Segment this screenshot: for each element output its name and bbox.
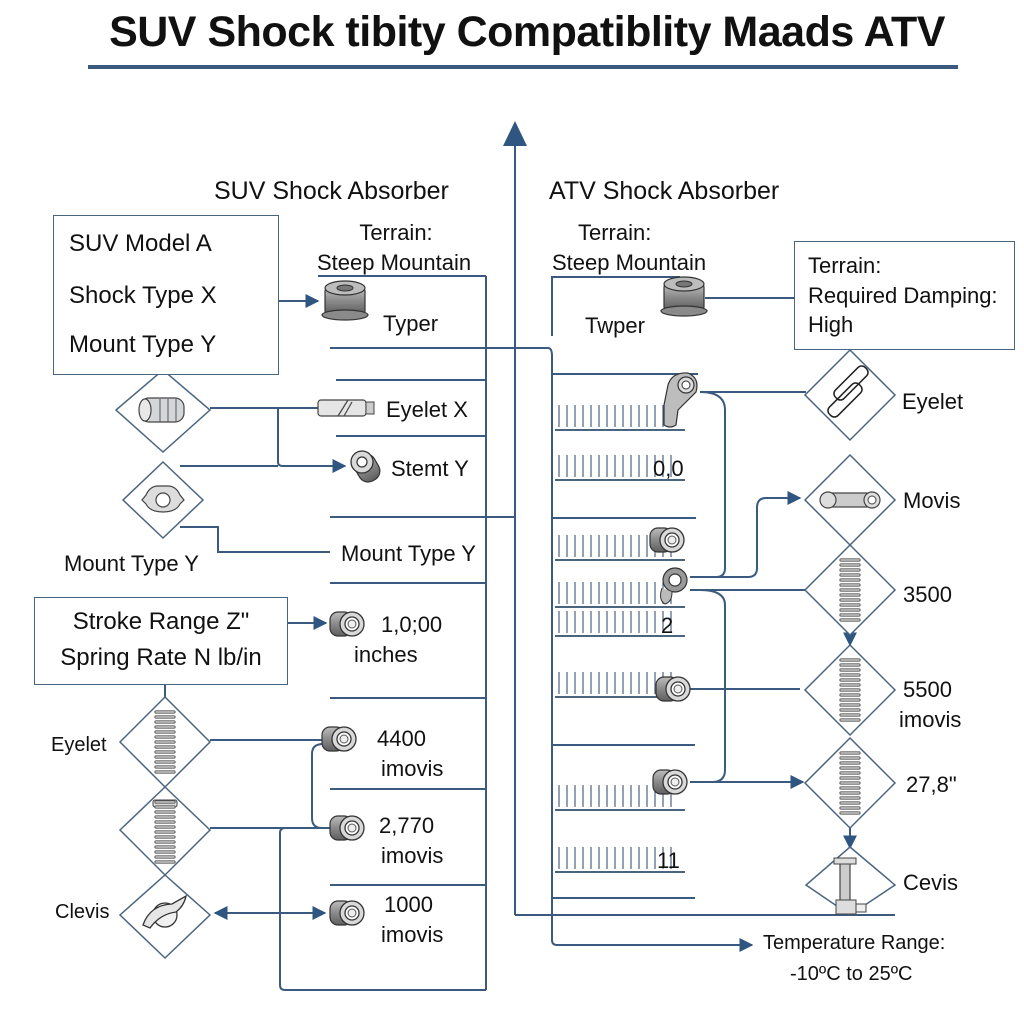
atv-heading: ATV Shock Absorber bbox=[549, 177, 780, 205]
eyelet-x-icon bbox=[317, 399, 375, 417]
clevis-bracket-icon bbox=[833, 857, 867, 915]
suv-mount-type-line: Mount Type Y bbox=[69, 331, 217, 358]
mount-type-left-label: Mount Type Y bbox=[64, 551, 199, 576]
stroke-range-line: Stroke Range Z" bbox=[72, 608, 250, 635]
atv-27-8-label: 27,8" bbox=[906, 772, 957, 797]
spring-rate-line: Spring Rate N lb/in bbox=[60, 644, 262, 671]
diamond-eyelet-slots bbox=[803, 348, 897, 442]
rod-end-icon bbox=[819, 491, 881, 509]
eyelet-slots-icon bbox=[827, 365, 869, 418]
mount-type-right-label: Mount Type Y bbox=[341, 541, 476, 566]
diagram-title: SUV Shock tibity Compatiblity Maads ATV bbox=[109, 8, 945, 56]
suv-shock-type-line: Shock Type X bbox=[69, 282, 217, 309]
suv-eyelet-label: Eyelet bbox=[51, 734, 107, 756]
suv-value-4: 1000 bbox=[384, 892, 433, 917]
atv-scale-value-11: 11 bbox=[657, 848, 680, 873]
suv-stroke-box: Stroke Range Z" Spring Rate N lb/in bbox=[34, 597, 288, 685]
atv-5500-unit: imovis bbox=[899, 707, 962, 732]
suv-value-3: 2,770 bbox=[379, 813, 435, 838]
suv-model-box: SUV Model A Shock Type X Mount Type Y bbox=[53, 215, 279, 375]
temperature-range-label: Temperature Range: bbox=[763, 932, 946, 954]
atv-info-box: Terrain: Required Damping: High bbox=[794, 241, 1015, 350]
atv-scale-value-0-0: 0,0 bbox=[653, 456, 684, 481]
bushing-icon bbox=[321, 726, 357, 752]
bushing-icon bbox=[652, 769, 688, 795]
atv-scale-value-2: 2 bbox=[661, 613, 674, 638]
suv-unit-4: imovis bbox=[381, 922, 444, 947]
atv-info-terrain: Terrain: bbox=[808, 253, 882, 278]
title-underline bbox=[88, 65, 958, 69]
bushing-sleeve-icon bbox=[138, 397, 185, 423]
atv-5500-label: 5500 bbox=[903, 677, 952, 702]
suv-typer-label: Typer bbox=[383, 311, 439, 336]
bushing-icon bbox=[329, 611, 365, 637]
suv-clevis-label: Clevis bbox=[55, 901, 110, 923]
threaded-spring-icon bbox=[152, 798, 178, 866]
atv-typer-label: Twper bbox=[585, 313, 645, 338]
shock-puck-icon bbox=[321, 280, 369, 321]
atv-terrain-value: Steep Mountain bbox=[552, 250, 707, 275]
temperature-range-value: -10ºC to 25ºC bbox=[790, 963, 913, 985]
atv-movis-label: Movis bbox=[903, 488, 961, 513]
suv-unit-2: imovis bbox=[381, 756, 444, 781]
atv-cevis-label: Cevis bbox=[903, 870, 959, 895]
suv-model-line: SUV Model A bbox=[69, 230, 212, 257]
bushing-icon bbox=[329, 900, 365, 926]
suv-unit-3: imovis bbox=[381, 843, 444, 868]
suv-unit-1: inches bbox=[354, 642, 418, 667]
suv-heading: SUV Shock Absorber bbox=[214, 177, 449, 205]
atv-terrain-label: Terrain: bbox=[578, 220, 652, 245]
bushing-icon bbox=[649, 527, 685, 553]
suv-terrain-label: Terrain: bbox=[359, 220, 433, 245]
bushing-icon bbox=[655, 676, 691, 702]
clevis-hook-icon bbox=[142, 894, 187, 929]
shock-puck-icon bbox=[660, 276, 708, 317]
eyelet-x-label: Eyelet X bbox=[386, 397, 468, 422]
eyelet-lever-icon bbox=[663, 372, 698, 428]
suv-value-2: 4400 bbox=[377, 726, 426, 751]
atv-info-high: High bbox=[808, 312, 854, 337]
stemt-y-label: Stemt Y bbox=[391, 456, 469, 481]
suv-terrain-value: Steep Mountain bbox=[317, 250, 472, 275]
atv-3500-label: 3500 bbox=[903, 582, 952, 607]
stemt-y-icon bbox=[350, 450, 381, 483]
axis-arrowhead bbox=[503, 121, 527, 146]
suv-value-1: 1,0;00 bbox=[381, 612, 443, 637]
mount-bracket-icon bbox=[141, 485, 185, 513]
bushing-icon bbox=[329, 815, 365, 841]
atv-info-damping: Required Damping: bbox=[808, 283, 998, 308]
eyelet-lever-icon bbox=[660, 567, 688, 605]
atv-eyelet-label: Eyelet bbox=[902, 389, 964, 414]
